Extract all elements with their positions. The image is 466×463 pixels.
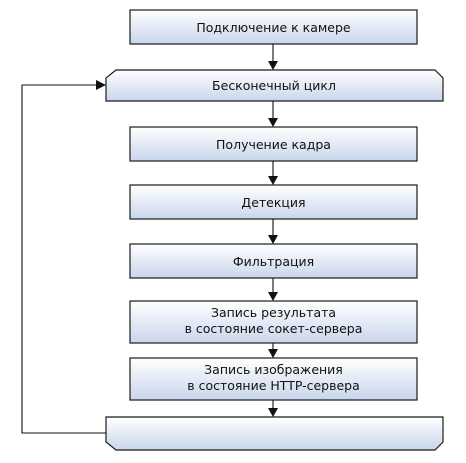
box-filtering: Фильтрация — [129, 243, 418, 279]
arrow-result-to-image — [268, 343, 278, 358]
box-write-image-line2: в состояние HTTP-сервера — [187, 378, 360, 393]
box-detection: Детекция — [129, 184, 418, 220]
arrow-filtering-to-result — [268, 278, 278, 301]
box-loop-start: Бесконечный цикл — [105, 69, 444, 102]
box-filtering-label: Фильтрация — [233, 254, 314, 269]
arrow-connect-to-loop — [268, 44, 278, 70]
arrow-frame-to-detection — [268, 161, 278, 185]
box-write-result: Запись результата в состояние сокет-серв… — [129, 300, 418, 344]
box-write-result-line2: в состояние сокет-сервера — [185, 321, 363, 336]
box-get-frame: Получение кадра — [129, 126, 418, 162]
arrow-loop-to-frame — [268, 101, 278, 127]
box-write-image: Запись изображения в состояние HTTP-серв… — [129, 357, 418, 401]
arrow-image-to-loop-end — [268, 400, 278, 417]
box-loop-end — [105, 416, 444, 451]
arrow-loop-back — [21, 80, 106, 434]
box-write-image-line1: Запись изображения — [204, 362, 343, 377]
box-detection-label: Детекция — [241, 195, 305, 210]
box-loop-start-label: Бесконечный цикл — [212, 78, 336, 93]
box-connect-camera: Подключение к камере — [129, 9, 418, 45]
box-connect-camera-label: Подключение к камере — [196, 20, 351, 35]
arrow-detection-to-filtering — [268, 219, 278, 244]
box-write-result-line1: Запись результата — [211, 305, 336, 320]
box-get-frame-label: Получение кадра — [216, 137, 331, 152]
